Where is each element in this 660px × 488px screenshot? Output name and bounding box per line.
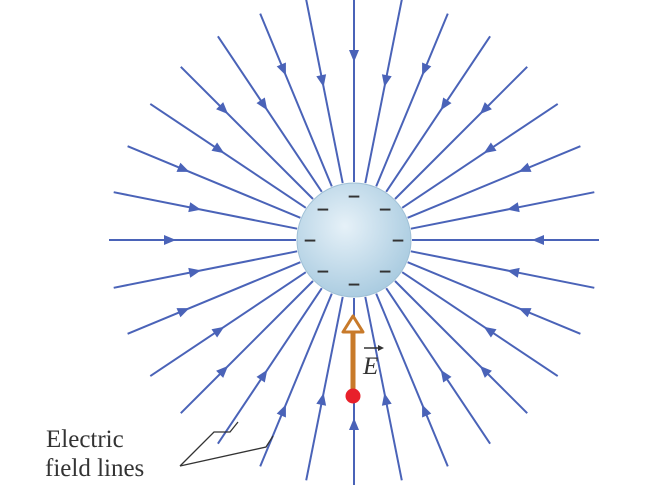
field-line-arrowhead: [176, 308, 190, 318]
field-line-arrowhead: [507, 267, 520, 278]
caption-pointer-line-upper: [179, 421, 239, 467]
field-line-arrowhead: [507, 202, 520, 213]
field-line-arrowhead: [479, 102, 492, 115]
field-line-arrowhead: [422, 62, 432, 76]
test-charge-dot: [345, 388, 361, 404]
field-line: [394, 66, 528, 200]
field-line-arrowhead: [256, 369, 268, 383]
electric-field-vector-arrow: [341, 314, 365, 392]
field-line: [149, 271, 307, 377]
field-line: [259, 13, 333, 187]
field-line-arrowhead: [188, 267, 201, 278]
field-line: [401, 103, 559, 209]
vector-label-text: E: [362, 353, 378, 380]
field-line: [180, 280, 314, 414]
field-line: [113, 250, 298, 289]
field-line: [401, 271, 559, 377]
field-line-arrowhead: [483, 326, 497, 338]
field-line: [113, 191, 298, 230]
field-line: [364, 0, 403, 184]
field-line-arrowhead: [381, 393, 392, 406]
field-line: [364, 296, 403, 481]
field-line-arrowhead: [276, 404, 286, 418]
field-line-arrowhead: [440, 97, 452, 111]
field-line: [410, 191, 595, 230]
field-line-arrowhead: [211, 142, 225, 154]
negative-charge-mark: −: [347, 187, 361, 207]
charged-sphere: [296, 182, 412, 298]
field-line: [180, 66, 314, 200]
field-line-arrowhead: [316, 74, 327, 87]
vector-label: E: [362, 345, 384, 380]
negative-charge-mark: −: [303, 231, 317, 251]
vector-label-overbar-tip: [378, 345, 384, 351]
field-line-arrowhead: [349, 50, 359, 62]
negative-charge-mark: −: [316, 262, 330, 282]
field-line-arrowhead: [532, 235, 544, 245]
field-line: [394, 280, 528, 414]
field-line-arrowhead: [440, 369, 452, 383]
field-line: [305, 296, 344, 481]
field-line: [149, 103, 307, 209]
field-line: [407, 145, 581, 219]
field-line: [259, 293, 333, 467]
field-line-arrowhead: [188, 202, 201, 213]
vector-arrowhead: [341, 314, 365, 334]
field-line-arrowhead: [422, 404, 432, 418]
field-line-arrowhead: [256, 97, 268, 111]
negative-charge-mark: −: [378, 262, 392, 282]
field-line-arrowhead: [164, 235, 176, 245]
negative-charges-group: −−−−−−−−: [303, 187, 405, 295]
caption-line-2: field lines: [45, 455, 144, 482]
negative-charge-mark: −: [378, 200, 392, 220]
field-line: [385, 35, 491, 193]
field-line: [217, 35, 323, 193]
field-line-arrowhead: [211, 326, 225, 338]
field-line: [375, 293, 449, 467]
field-line-arrowhead: [518, 162, 532, 172]
field-line: [375, 13, 449, 187]
caption-pointer: [179, 421, 274, 467]
negative-charge-mark: −: [391, 231, 405, 251]
field-line: [127, 261, 301, 335]
field-lines-group: [109, 0, 599, 485]
field-line-arrowhead: [483, 142, 497, 154]
field-line: [407, 261, 581, 335]
caption-line-1: Electric: [46, 426, 124, 453]
field-line-arrowhead: [479, 365, 492, 378]
negative-charge-mark: −: [316, 200, 330, 220]
field-line-arrowhead: [518, 308, 532, 318]
field-line-arrowhead: [349, 418, 359, 430]
field-line-arrowhead: [316, 393, 327, 406]
field-line: [305, 0, 344, 184]
field-line: [217, 287, 323, 445]
field-line: [410, 250, 595, 289]
caption-pointer-line-lower: [179, 435, 274, 467]
negative-charge-mark: −: [347, 275, 361, 295]
field-line-arrowhead: [216, 102, 229, 115]
field-line-arrowhead: [216, 365, 229, 378]
field-line: [127, 145, 301, 219]
field-line-arrowhead: [176, 162, 190, 172]
field-line: [385, 287, 491, 445]
field-line-arrowhead: [381, 74, 392, 87]
field-line-arrowhead: [276, 62, 286, 76]
